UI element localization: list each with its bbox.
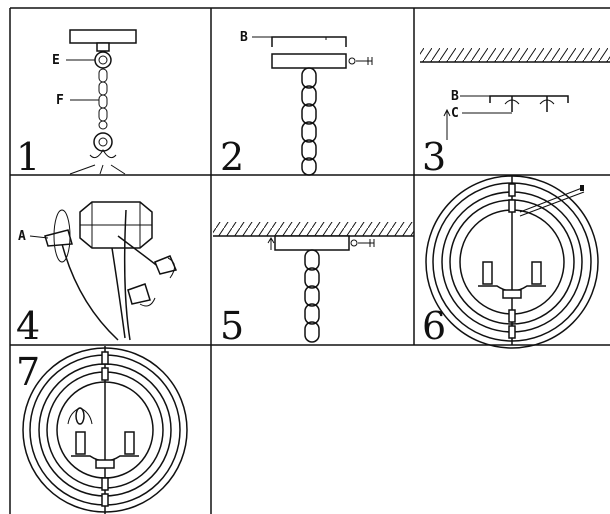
screw-icon — [356, 57, 373, 65]
wire-nut-a — [44, 229, 73, 247]
step-number-3: 3 — [422, 135, 446, 179]
step-1-panel: E F 1 — [16, 29, 137, 179]
mounting-bracket — [489, 95, 569, 103]
rotate-arrow-icon — [67, 407, 93, 425]
step-number-2: 2 — [220, 135, 244, 179]
panel-grid — [9, 7, 610, 514]
candle-arms — [478, 261, 546, 299]
wire-nut — [127, 283, 151, 305]
wire — [123, 209, 131, 341]
step-number-4: 4 — [16, 304, 40, 348]
canopy-hook — [96, 42, 110, 52]
step-number-1: 1 — [16, 135, 40, 179]
step-2-panel: B 2 — [220, 30, 373, 179]
ceiling — [420, 48, 610, 62]
candle-arms — [71, 431, 139, 469]
canopy — [69, 29, 137, 44]
label-e: E — [52, 53, 60, 68]
step-3-panel: B C 3 — [420, 48, 610, 179]
step-5-panel: 5 — [213, 222, 414, 348]
step-number-7: 7 — [16, 350, 40, 394]
step-4-panel: A 4 — [16, 201, 178, 348]
candle — [75, 431, 86, 455]
loop-e — [94, 51, 112, 69]
pointer-line — [519, 187, 583, 213]
bulb-icon — [75, 407, 85, 425]
label-a: A — [18, 229, 26, 244]
canopy — [274, 235, 350, 251]
rotate-arrow-icon — [139, 297, 156, 307]
label-b: B — [451, 89, 459, 104]
candle — [482, 261, 493, 285]
label-c: C — [451, 106, 459, 121]
fixture-loop — [93, 132, 113, 152]
chain — [304, 249, 320, 343]
wire-nut — [154, 255, 178, 275]
rotate-arrow-icon — [89, 149, 117, 159]
screw-icon — [504, 96, 520, 112]
step-6-panel: 6 — [422, 175, 599, 349]
label-b: B — [240, 30, 248, 45]
wire — [59, 235, 119, 341]
chain-f — [98, 68, 108, 130]
arrow-up-icon — [443, 108, 451, 140]
label-f: F — [56, 93, 64, 108]
canopy — [271, 53, 347, 69]
rotate-arrow-icon — [167, 257, 175, 279]
step-7-panel: 7 — [16, 346, 188, 514]
chain — [301, 67, 317, 176]
rod-segments — [101, 351, 109, 507]
screw-icon — [539, 96, 555, 112]
screw-icon — [358, 239, 375, 247]
candle — [124, 431, 135, 455]
candle — [531, 261, 542, 285]
ceiling — [213, 222, 414, 236]
step-number-6: 6 — [422, 304, 446, 348]
rod-segments — [508, 183, 516, 339]
step-number-5: 5 — [220, 304, 244, 348]
screw-icon — [580, 185, 584, 191]
wire — [111, 247, 126, 339]
mounting-bracket — [271, 36, 347, 47]
